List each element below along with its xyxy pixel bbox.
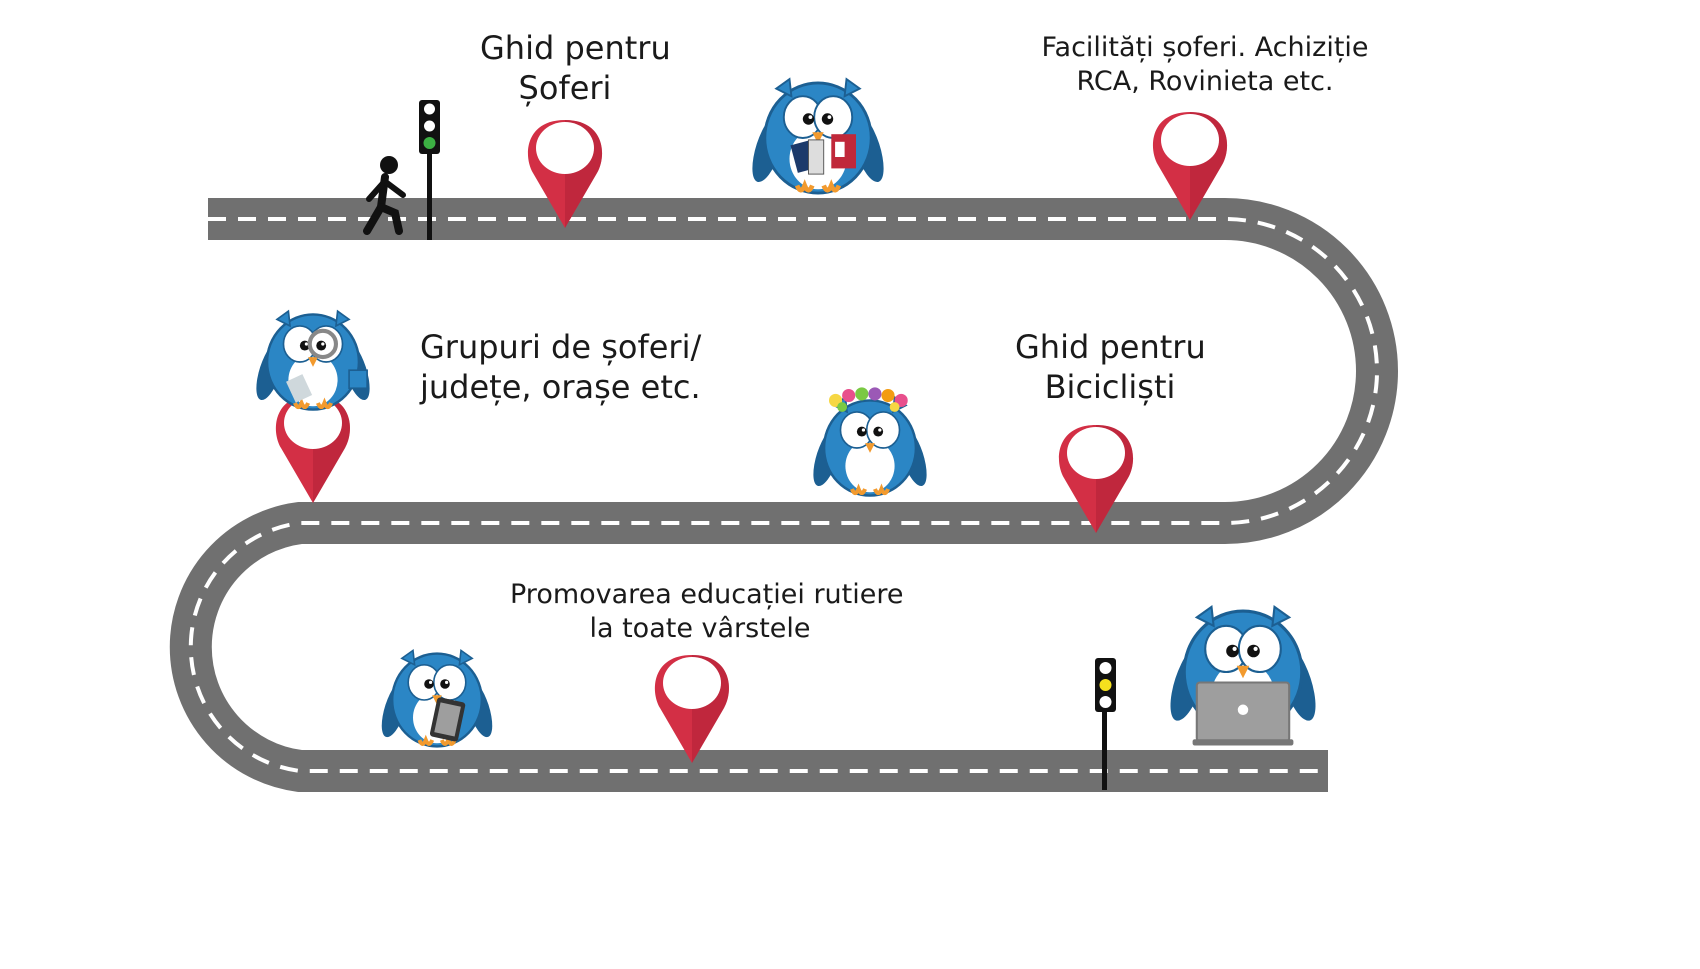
step-label-line: Grupuri de șoferi/ [420, 328, 702, 366]
step-label-line: RCA, Rovinieta etc. [1076, 66, 1334, 97]
traffic-light-yellow-icon [1095, 658, 1116, 790]
step-label-line: Șoferi [518, 69, 612, 107]
map-pin-icon [654, 655, 730, 763]
owl-with-documents-icon [746, 79, 891, 193]
owl-with-laptop-icon [1163, 607, 1323, 746]
step-label-road-education: Promovarea educației rutiere la toate vâ… [510, 578, 904, 646]
owl-with-flower-crown-icon [808, 387, 933, 495]
step-label-line: la toate vârstele [589, 613, 811, 644]
owl-with-magnifier-icon [251, 311, 376, 409]
pedestrian-icon [363, 156, 406, 235]
step-label-line: Promovarea educației rutiere [510, 579, 904, 610]
owl-with-tablet-icon [376, 650, 498, 746]
step-label-driver-guide: Ghid pentru Șoferi [480, 28, 671, 108]
lane-marking [188, 217, 1379, 773]
step-label-line: județe, orașe etc. [420, 368, 701, 406]
step-label-driver-groups: Grupuri de șoferi/ județe, orașe etc. [420, 327, 702, 407]
map-pin-icon [275, 395, 351, 503]
step-label-line: Ghid pentru [480, 29, 671, 67]
traffic-light-green-icon [419, 100, 440, 240]
step-label-line: Ghid pentru [1015, 328, 1206, 366]
road [169, 198, 1398, 792]
step-label-line: Facilități șoferi. Achiziție [1041, 32, 1369, 63]
step-label-line: Bicicliști [1044, 368, 1176, 406]
step-label-driver-facilities: Facilități șoferi. Achiziție RCA, Rovini… [1040, 31, 1370, 99]
step-label-cyclist-guide: Ghid pentru Bicicliști [1015, 327, 1206, 407]
